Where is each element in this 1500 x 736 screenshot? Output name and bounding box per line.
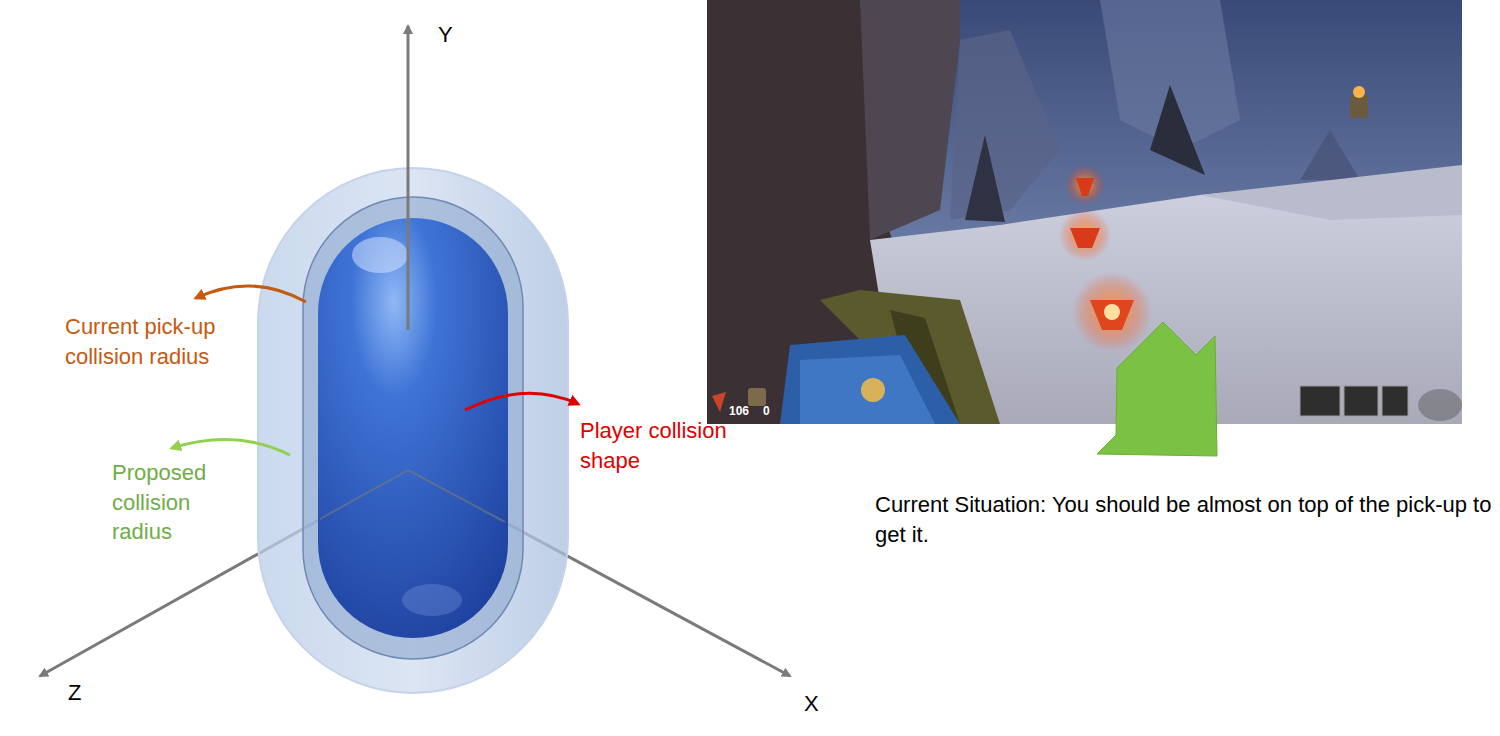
hud-number: 0 (763, 405, 783, 418)
caption-note: Current Situation: You should be almost … (875, 490, 1495, 549)
axis-label: Y (438, 20, 478, 50)
axis-label: X (804, 689, 844, 719)
callout-label: Current pick-up collision radius (65, 312, 255, 371)
callout-label: Proposed collision radius (112, 458, 227, 547)
axis-label: Z (68, 678, 108, 708)
callout-label: Player collision shape (580, 416, 750, 475)
